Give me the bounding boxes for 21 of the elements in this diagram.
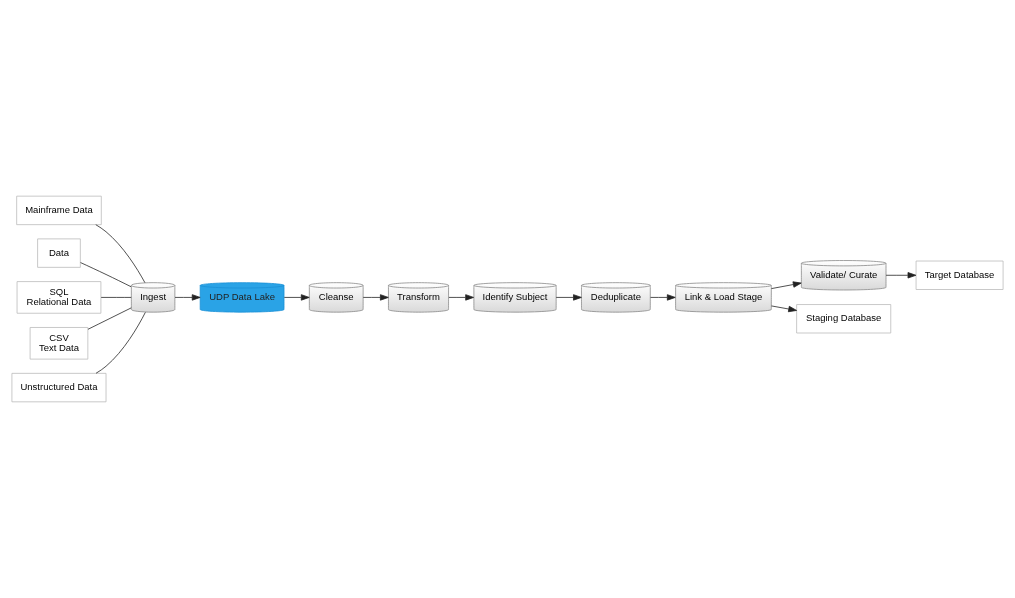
node-box: Unstructured Data	[11, 372, 107, 403]
node-box: Data	[37, 238, 81, 268]
connector	[80, 262, 132, 288]
arrow	[885, 272, 917, 279]
node-box: SQL Relational Data	[16, 281, 102, 314]
arrow	[650, 294, 676, 301]
connector	[95, 311, 146, 374]
connector	[87, 307, 132, 330]
arrow	[283, 294, 310, 301]
arrow	[362, 294, 389, 301]
arrow	[448, 294, 474, 301]
arrow	[174, 294, 201, 301]
connector	[95, 224, 146, 284]
arrow	[771, 305, 797, 313]
node-box: CSV Text Data	[29, 327, 89, 360]
node-box: Mainframe Data	[16, 195, 102, 226]
node-box: Staging Database	[796, 304, 892, 334]
node-box: Target Database	[915, 260, 1004, 290]
connector	[100, 297, 132, 298]
arrow	[555, 294, 582, 301]
arrow	[771, 281, 802, 289]
